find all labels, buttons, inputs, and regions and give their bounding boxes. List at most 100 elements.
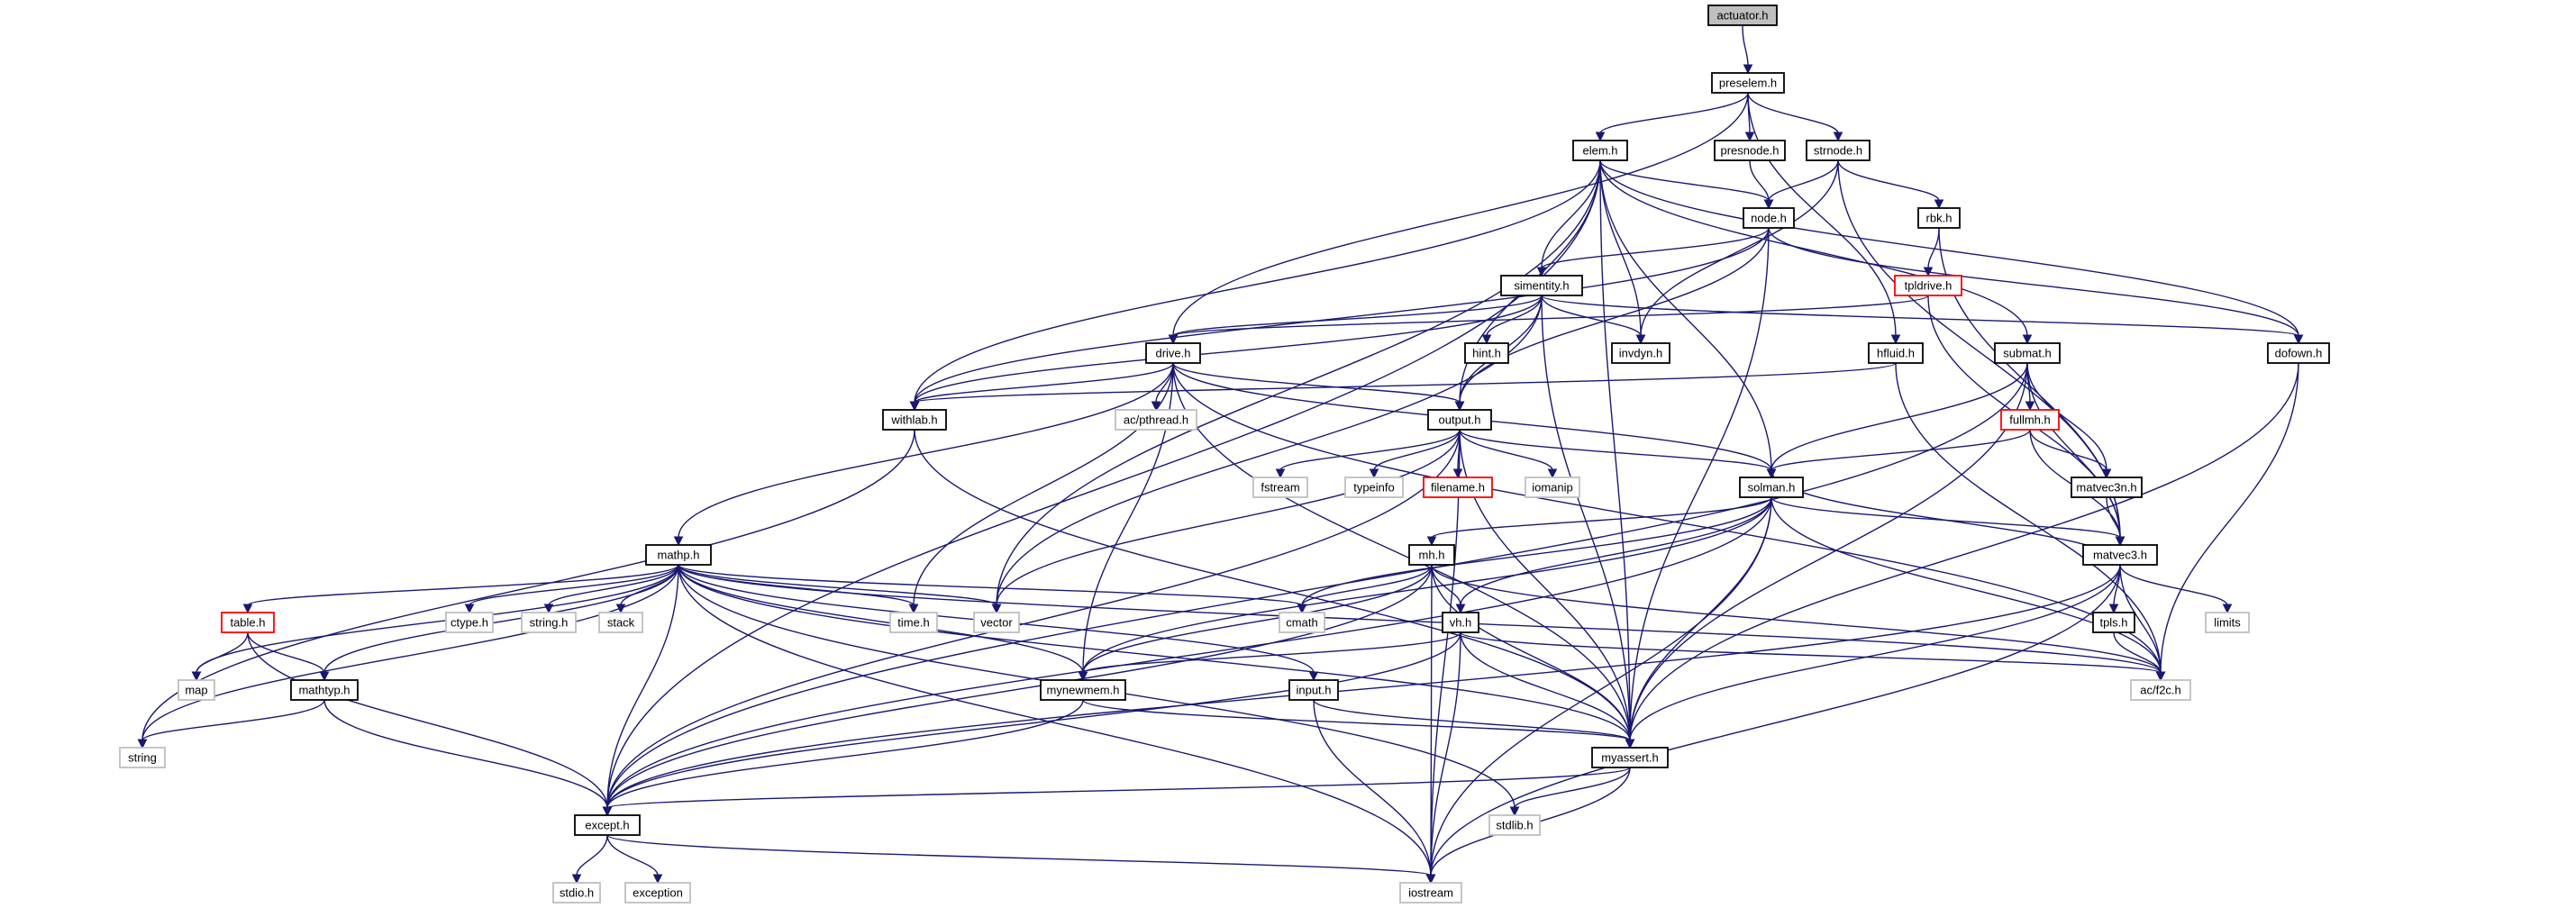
edge-except-to-iostream — [606, 834, 1432, 876]
edge-matvec3-to-except — [606, 564, 2121, 809]
node-input[interactable]: input.h — [1288, 679, 1339, 701]
node-node[interactable]: node.h — [1743, 207, 1795, 229]
node-solman[interactable]: solman.h — [1739, 477, 1804, 498]
node-table[interactable]: table.h — [221, 612, 275, 633]
node-preselem[interactable]: preselem.h — [1711, 72, 1785, 94]
edge-elem-to-submat — [1599, 159, 2028, 337]
node-simentity[interactable]: simentity.h — [1500, 275, 1583, 296]
node-withlab[interactable]: withlab.h — [882, 409, 947, 431]
node-box-limits — [2205, 612, 2250, 633]
node-box-invdyn — [1611, 342, 1670, 364]
node-mynewmem[interactable]: mynewmem.h — [1040, 679, 1126, 701]
node-label-solman: solman.h — [1748, 481, 1796, 495]
node-box-presnode — [1714, 140, 1786, 161]
node-label-map: map — [185, 684, 207, 697]
edge-presnode-to-node — [1749, 159, 1770, 202]
node-vh[interactable]: vh.h — [1442, 612, 1479, 633]
node-label-vh: vh.h — [1450, 616, 1472, 630]
node-box-input — [1288, 679, 1339, 701]
edge-matvec3-to-myassert — [1629, 564, 2121, 741]
node-label-ctype: ctype.h — [451, 616, 488, 630]
arrowhead-node-to-simentity — [1536, 267, 1547, 277]
edge-mathp-to-stringh — [548, 564, 679, 606]
node-rbk[interactable]: rbk.h — [1917, 207, 1961, 229]
node-label-acf2c: ac/f2c.h — [2140, 684, 2181, 697]
node-box-submat — [1994, 342, 2061, 364]
node-submat[interactable]: submat.h — [1994, 342, 2061, 364]
arrowhead-input-to-myassert — [1625, 739, 1635, 749]
arrowhead-simentity-to-dofown — [2293, 334, 2304, 345]
node-elem[interactable]: elem.h — [1572, 140, 1628, 161]
arrowhead-drive-to-output — [1454, 401, 1465, 412]
arrowhead-myassert-to-except — [602, 806, 613, 817]
edge-solman-to-mh — [1431, 496, 1772, 539]
node-box-strnode — [1806, 140, 1871, 161]
node-mathp[interactable]: mathp.h — [645, 544, 712, 566]
edge-simentity-to-invdyn — [1541, 295, 1642, 337]
node-label-submat: submat.h — [2003, 347, 2051, 360]
node-box-node — [1743, 207, 1795, 229]
edge-mathtyp-to-string — [141, 699, 325, 741]
edge-vh-to-myassert — [1460, 631, 1631, 741]
node-box-drive — [1145, 342, 1201, 364]
node-label-drive: drive.h — [1155, 347, 1190, 360]
node-strnode[interactable]: strnode.h — [1806, 140, 1871, 161]
edge-solman-to-vh — [1460, 496, 1772, 606]
node-matvec3[interactable]: matvec3.h — [2082, 544, 2158, 566]
node-hint[interactable]: hint.h — [1464, 342, 1509, 364]
node-invdyn[interactable]: invdyn.h — [1611, 342, 1670, 364]
edge-input-to-myassert — [1313, 699, 1631, 741]
edge-submat-to-matvec3 — [2026, 362, 2121, 539]
edge-output-to-solman — [1459, 429, 1772, 471]
node-iomanip: iomanip — [1525, 477, 1580, 498]
node-fullmh[interactable]: fullmh.h — [2000, 409, 2060, 431]
node-label-stack: stack — [607, 616, 635, 630]
node-box-hfluid — [1868, 342, 1924, 364]
node-except[interactable]: except.h — [574, 814, 641, 836]
edge-submat-to-matvec3n — [2026, 362, 2107, 471]
node-label-mynewmem: mynewmem.h — [1047, 684, 1120, 697]
edge-simentity-to-hint — [1486, 295, 1543, 337]
edge-simentity-to-dofown — [1541, 295, 2299, 337]
node-label-actuator: actuator.h — [1716, 9, 1768, 23]
edge-myassert-to-except — [606, 767, 1631, 809]
edge-drive-to-myassert — [1172, 362, 1631, 741]
node-tpls[interactable]: tpls.h — [2092, 612, 2135, 633]
node-acpthread: ac/pthread.h — [1115, 409, 1197, 431]
edge-output-to-iostream — [1430, 429, 1461, 876]
node-myassert[interactable]: myassert.h — [1591, 747, 1669, 768]
node-box-fullmh — [2000, 409, 2060, 431]
node-label-mathp: mathp.h — [658, 549, 700, 562]
arrowhead-mh-to-vh — [1455, 604, 1466, 614]
node-tpldrive[interactable]: tpldrive.h — [1894, 275, 1962, 296]
node-map: map — [177, 679, 215, 701]
node-dofown[interactable]: dofown.h — [2267, 342, 2330, 364]
node-output[interactable]: output.h — [1427, 409, 1492, 431]
edge-vh-to-acf2c — [1460, 631, 2162, 674]
edge-node-to-myassert — [1629, 227, 1770, 741]
edge-preselem-to-elem — [1599, 92, 1749, 134]
node-actuator[interactable]: actuator.h — [1707, 5, 1778, 26]
node-drive[interactable]: drive.h — [1145, 342, 1201, 364]
node-hfluid[interactable]: hfluid.h — [1868, 342, 1924, 364]
arrowhead-mathp-to-vector — [991, 604, 1002, 614]
node-box-tpls — [2092, 612, 2135, 633]
edge-matvec3n-to-matvec3 — [2106, 496, 2121, 539]
arrowhead-table-to-mathtyp — [319, 671, 330, 682]
edge-mathp-to-myassert — [678, 564, 1631, 741]
node-mathtyp[interactable]: mathtyp.h — [290, 679, 359, 701]
node-label-hfluid: hfluid.h — [1877, 347, 1915, 360]
node-label-except: except.h — [585, 819, 629, 832]
node-mh[interactable]: mh.h — [1408, 544, 1455, 566]
edge-table-to-map — [196, 631, 249, 674]
edge-strnode-to-node — [1768, 159, 1839, 202]
node-presnode[interactable]: presnode.h — [1714, 140, 1786, 161]
edge-mh-to-myassert — [1431, 564, 1631, 741]
node-box-rbk — [1917, 207, 1961, 229]
arrowhead-simentity-to-drive — [1168, 334, 1179, 345]
edge-mathp-to-mynewmem — [678, 564, 1084, 674]
node-matvec3n[interactable]: matvec3n.h — [2071, 477, 2143, 498]
edge-output-to-except — [606, 429, 1461, 809]
node-filename[interactable]: filename.h — [1423, 477, 1493, 498]
node-box-preselem — [1711, 72, 1785, 94]
